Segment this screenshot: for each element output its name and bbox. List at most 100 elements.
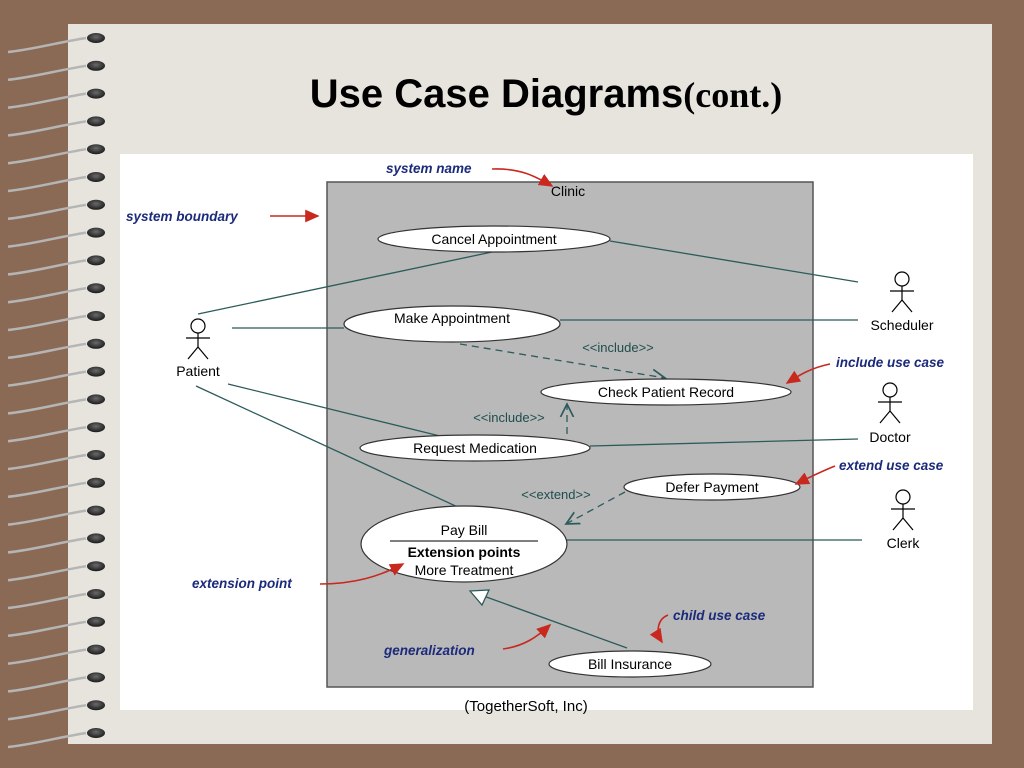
use-case-check-patient-record	[540, 378, 792, 406]
assoc-patient-request	[227, 383, 441, 437]
spiral-wire	[7, 620, 87, 638]
spiral-hole	[87, 60, 105, 71]
spiral-hole	[87, 338, 105, 349]
spiral-binding	[7, 33, 105, 749]
spiral-wire	[7, 259, 87, 276]
use-case-make-appointment	[343, 305, 561, 343]
use-case-diagram: Clinic Cancel Appointment Make Appointme…	[126, 161, 945, 688]
include-stereotype-2: <<include>>	[473, 410, 545, 425]
spiral-hole	[87, 672, 105, 683]
spiral-wire	[7, 731, 87, 749]
spiral-hole	[87, 450, 105, 460]
actor-scheduler-figure	[890, 271, 914, 313]
spiral-hole	[87, 477, 105, 488]
include-make-check	[459, 343, 665, 378]
system-boundary-box	[326, 181, 814, 688]
annotation-arrow-include-use-case	[785, 363, 831, 384]
spiral-hole	[87, 172, 105, 182]
spiral-wire	[7, 676, 87, 693]
use-case-make-appointment-label: Make Appointment	[394, 310, 510, 326]
spiral-hole	[87, 505, 105, 516]
spiral-wire	[7, 703, 87, 721]
spiral-wire	[7, 64, 87, 82]
use-case-defer-payment-label: Defer Payment	[665, 479, 758, 495]
actor-clerk-label: Clerk	[887, 535, 921, 551]
diagram-panel: Clinic Cancel Appointment Make Appointme…	[120, 154, 973, 710]
spiral-hole	[87, 88, 105, 99]
use-case-request-medication-label: Request Medication	[413, 440, 537, 456]
spiral-wire	[7, 314, 87, 332]
annotation-child-use-case: child use case	[673, 608, 766, 623]
spiral-wire	[7, 537, 87, 554]
annotation-arrow-child-use-case	[649, 614, 669, 644]
spiral-wire	[7, 398, 87, 415]
spiral-hole	[87, 144, 105, 155]
use-case-check-patient-record-label: Check Patient Record	[598, 384, 734, 400]
annotation-system-boundary: system boundary	[126, 209, 239, 224]
include-stereotype-1: <<include>>	[582, 340, 654, 355]
annotation-include-use-case: include use case	[836, 355, 945, 370]
spiral-wire	[7, 36, 87, 54]
actor-patient-figure	[186, 318, 210, 360]
actor-doctor-figure	[878, 382, 902, 424]
annotation-system-name: system name	[386, 161, 472, 176]
title-main: Use Case Diagrams	[309, 72, 684, 116]
credit-line: (TogetherSoft, Inc)	[464, 698, 588, 715]
spiral-hole	[87, 589, 105, 599]
spiral-wire	[7, 147, 87, 165]
spiral-hole	[87, 199, 105, 210]
spiral-wire	[7, 203, 87, 221]
spiral-wire	[7, 370, 87, 387]
spiral-wire	[7, 231, 87, 248]
spiral-wire	[7, 648, 87, 665]
spiral-wire	[7, 92, 87, 109]
spiral-wire	[7, 175, 87, 193]
spiral-hole	[87, 311, 105, 321]
spiral-hole	[87, 255, 105, 266]
spiral-hole	[87, 116, 105, 127]
use-case-pay-bill	[360, 505, 568, 583]
actor-scheduler-label: Scheduler	[870, 317, 933, 333]
spiral-wire	[7, 481, 87, 499]
spiral-wire	[7, 425, 87, 443]
annotation-arrow-extension-point	[319, 563, 405, 585]
spiral-hole	[87, 283, 105, 294]
assoc-cancel-scheduler	[609, 240, 859, 283]
slide-title: Use Case Diagrams(cont.)	[120, 72, 972, 117]
annotation-extend-use-case: extend use case	[839, 458, 944, 473]
annotation-arrow-extend-use-case	[794, 465, 836, 485]
spiral-wire	[7, 120, 87, 137]
extend-stereotype: <<extend>>	[521, 487, 590, 502]
spiral-hole	[87, 561, 105, 572]
annotation-arrow-system-name	[491, 168, 554, 187]
annotation-arrow-generalization	[502, 623, 552, 650]
spiral-hole	[87, 366, 105, 377]
assoc-patient-paybill	[195, 385, 463, 510]
spiral-hole	[87, 533, 105, 544]
use-case-defer-payment	[623, 473, 801, 501]
spiral-wire	[7, 342, 87, 360]
assoc-patient-cancel	[197, 251, 493, 315]
use-case-cancel-appointment-label: Cancel Appointment	[431, 231, 556, 247]
spiral-wire	[7, 564, 87, 582]
spiral-wire	[7, 453, 87, 471]
spiral-wire	[7, 509, 87, 526]
actor-patient-label: Patient	[176, 363, 220, 379]
use-case-bill-insurance	[548, 650, 712, 678]
spiral-hole	[87, 616, 105, 627]
spiral-wire	[7, 286, 87, 304]
generalization-line	[477, 593, 628, 649]
spiral-hole	[87, 700, 105, 711]
extension-point-value: More Treatment	[415, 562, 514, 578]
assoc-request-doctor	[589, 438, 859, 447]
spiral-wire	[7, 592, 87, 610]
spiral-hole	[87, 394, 105, 405]
annotation-extension-point: extension point	[192, 576, 292, 591]
system-name-label: Clinic	[551, 183, 585, 199]
spiral-hole	[87, 227, 105, 238]
actor-clerk-figure	[891, 489, 915, 531]
generalization-arrowhead	[468, 589, 491, 607]
use-case-bill-insurance-label: Bill Insurance	[588, 656, 672, 672]
annotation-generalization: generalization	[383, 643, 475, 658]
use-case-cancel-appointment	[377, 225, 611, 253]
